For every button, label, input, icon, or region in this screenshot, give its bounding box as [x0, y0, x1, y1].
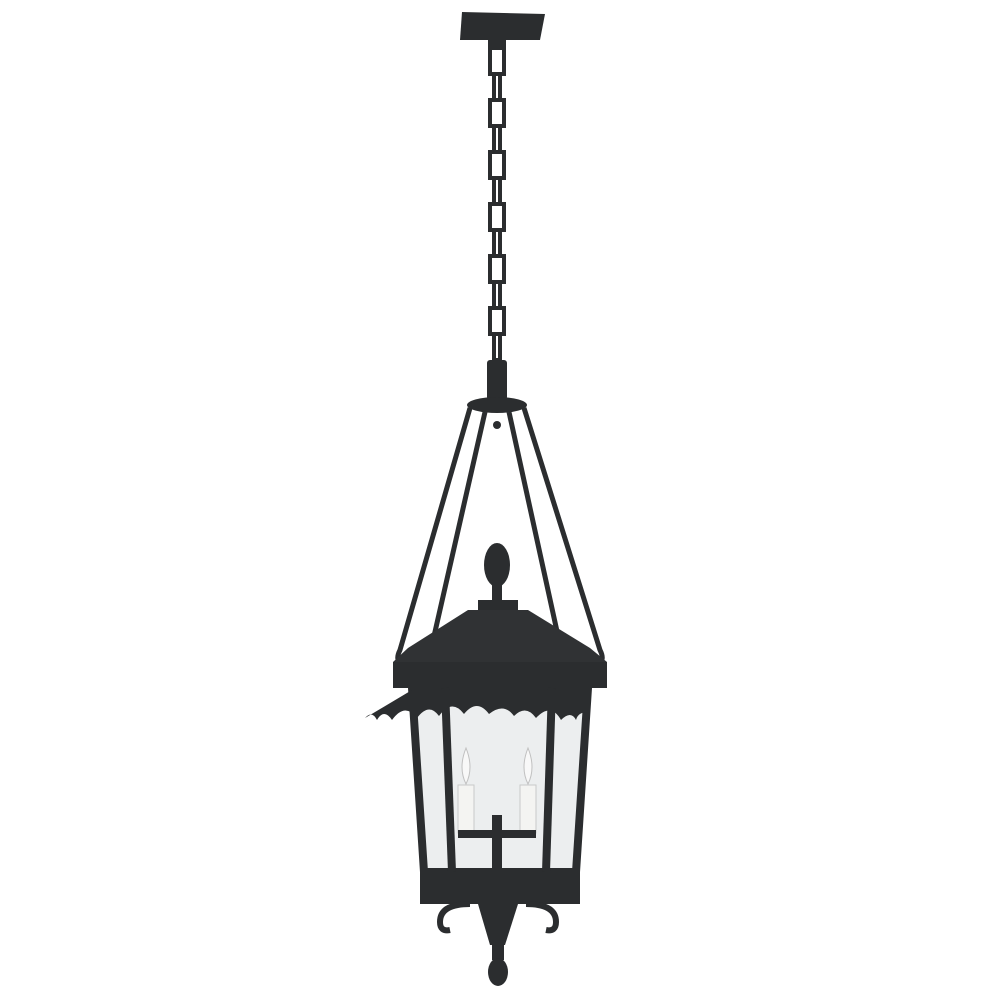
top-finial	[484, 543, 510, 600]
chain-link	[492, 228, 502, 258]
chain-link	[488, 98, 506, 128]
chain-link	[488, 254, 506, 284]
chain	[488, 46, 506, 362]
candle-holder	[457, 746, 537, 870]
chain-link	[488, 46, 506, 76]
lantern-roof	[393, 600, 607, 688]
chain-link	[492, 176, 502, 206]
chain-link	[492, 280, 502, 310]
ceiling-canopy	[460, 12, 545, 48]
chain-fitting	[467, 360, 527, 429]
chain-link	[492, 332, 502, 362]
chain-link	[488, 202, 506, 232]
chain-link	[492, 124, 502, 154]
lantern-base	[420, 872, 580, 986]
lantern-body	[365, 684, 593, 876]
chain-link	[488, 306, 506, 336]
chain-link	[488, 150, 506, 180]
chain-link	[492, 72, 502, 102]
